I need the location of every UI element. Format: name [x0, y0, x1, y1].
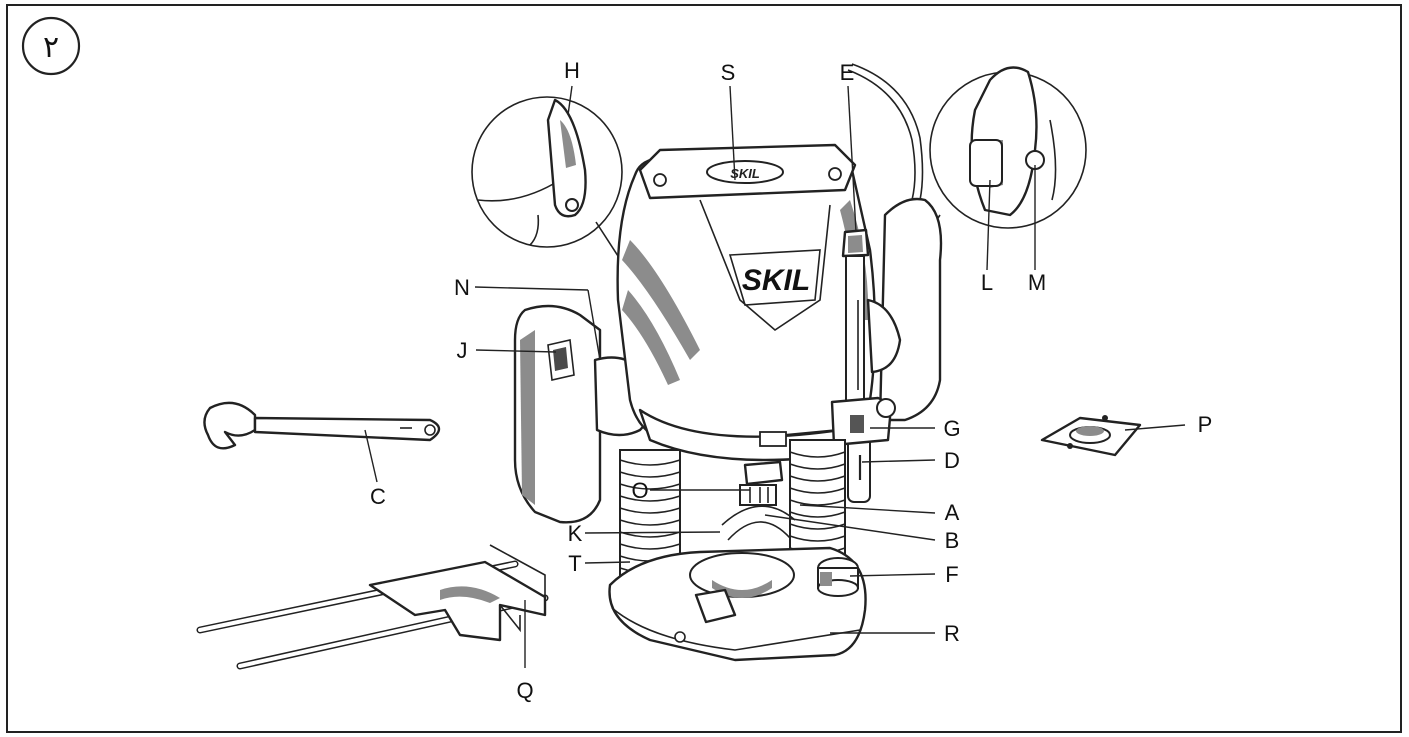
figure-number: ٢	[43, 30, 59, 65]
spindle	[721, 460, 796, 541]
base-plate	[608, 546, 867, 662]
figure-number-badge: ٢	[21, 16, 81, 76]
label-b: B	[945, 528, 960, 553]
label-h: H	[564, 58, 580, 83]
label-j: J	[457, 338, 468, 363]
label-m: M	[1028, 270, 1046, 295]
label-o: O	[631, 478, 648, 503]
label-r: R	[944, 621, 960, 646]
label-e: E	[840, 60, 855, 85]
label-p: P	[1198, 412, 1213, 437]
label-l: L	[981, 270, 993, 295]
template-guide	[1040, 415, 1142, 457]
label-f: F	[945, 562, 958, 587]
parallel-guide	[196, 544, 549, 670]
detail-circle-h	[471, 96, 641, 291]
label-k: K	[568, 521, 583, 546]
label-a: A	[945, 500, 960, 525]
depth-stop	[830, 228, 902, 503]
label-n: N	[454, 275, 470, 300]
label-q: Q	[516, 678, 533, 703]
detail-circle-lm	[929, 66, 1087, 231]
label-d: D	[944, 448, 960, 473]
label-t: T	[568, 551, 581, 576]
rear-handle	[878, 197, 943, 422]
label-g: G	[943, 416, 960, 441]
leader-lines	[364, 85, 1186, 668]
label-s: S	[721, 60, 736, 85]
part-labels: H S E L M N J G D P C O A K B T F R Q	[370, 58, 1212, 703]
brand-logo: SKIL	[742, 264, 810, 297]
label-c: C	[370, 484, 386, 509]
wrench	[203, 401, 441, 450]
top-brand: SKIL	[730, 166, 760, 181]
